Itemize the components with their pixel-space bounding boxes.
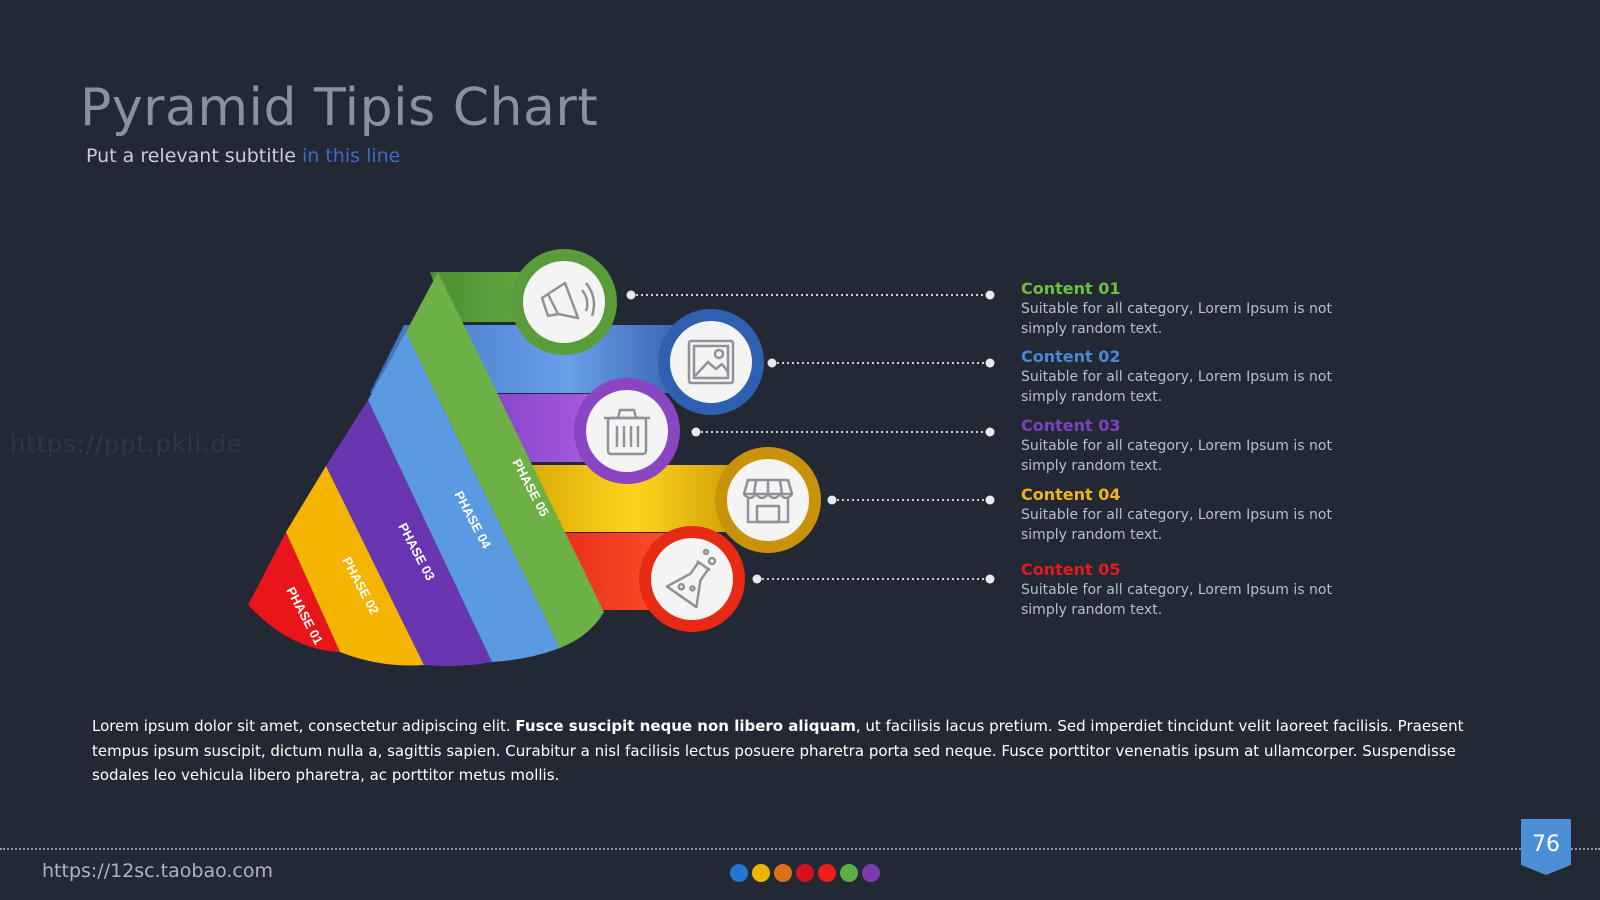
- body-text-part: Lorem ipsum dolor sit amet, consectetur …: [92, 717, 516, 735]
- phase-04-band: [368, 332, 560, 662]
- page-number-badge: 76: [1521, 819, 1571, 875]
- content-title: Content 05: [1021, 560, 1121, 579]
- subtitle-highlight: in this line: [302, 145, 401, 167]
- content-item-03: Content 03 Suitable for all category, Lo…: [1021, 416, 1341, 476]
- color-dot: [840, 864, 858, 882]
- flask-icon: [665, 548, 717, 609]
- marker-content-03: [574, 378, 680, 484]
- phase-05-band: [406, 272, 604, 648]
- subtitle-text: Put a relevant subtitle: [86, 145, 302, 167]
- connector-dot: [626, 290, 636, 300]
- content-title: Content 03: [1021, 416, 1121, 435]
- content-desc: Suitable for all category, Lorem Ipsum i…: [1021, 438, 1332, 474]
- color-dot: [752, 864, 770, 882]
- content-item-01: Content 01 Suitable for all category, Lo…: [1021, 279, 1341, 339]
- page-number: 76: [1532, 832, 1560, 857]
- marker-content-01: [511, 249, 617, 355]
- body-paragraph: Lorem ipsum dolor sit amet, consectetur …: [92, 714, 1512, 788]
- color-dot: [796, 864, 814, 882]
- content-desc: Suitable for all category, Lorem Ipsum i…: [1021, 507, 1332, 543]
- footer-url: https://12sc.taobao.com: [42, 860, 273, 882]
- picture-icon: [687, 339, 735, 385]
- trash-icon: [604, 408, 650, 456]
- store-icon: [742, 478, 794, 524]
- connector-dot: [985, 358, 995, 368]
- content-desc: Suitable for all category, Lorem Ipsum i…: [1021, 582, 1332, 618]
- connector-dot: [752, 574, 762, 584]
- connector-dot: [691, 427, 701, 437]
- connector-dot: [827, 495, 837, 505]
- content-desc: Suitable for all category, Lorem Ipsum i…: [1021, 301, 1332, 337]
- phase-02-band: [286, 466, 424, 666]
- color-dot: [730, 864, 748, 882]
- body-text-bold: Fusce suscipit neque non libero aliquam: [515, 717, 856, 735]
- marker-content-02: [658, 309, 764, 415]
- marker-content-04: [715, 447, 821, 553]
- connector-dot: [985, 574, 995, 584]
- content-item-02: Content 02 Suitable for all category, Lo…: [1021, 347, 1341, 407]
- body-text-part: , ut facilisis lacus pretium. Sed imperd…: [92, 717, 1464, 784]
- color-dot: [774, 864, 792, 882]
- megaphone-icon: [540, 281, 596, 320]
- content-title: Content 04: [1021, 485, 1121, 504]
- page-title: Pyramid Tipis Chart: [80, 78, 599, 138]
- connector-dot: [985, 290, 995, 300]
- color-dot: [862, 864, 880, 882]
- marker-content-05: [639, 526, 745, 632]
- page-subtitle: Put a relevant subtitle in this line: [86, 145, 400, 167]
- connector-dot: [985, 427, 995, 437]
- content-title: Content 01: [1021, 279, 1121, 298]
- footer-divider: [0, 848, 1600, 850]
- color-dots: [730, 864, 880, 882]
- connector-dot: [985, 495, 995, 505]
- phase-03-band: [326, 400, 492, 666]
- phase-01-band: [248, 532, 340, 652]
- content-title: Content 02: [1021, 347, 1121, 366]
- connector-dot: [767, 358, 777, 368]
- content-item-05: Content 05 Suitable for all category, Lo…: [1021, 560, 1341, 620]
- watermark-text: https://ppt.pkll.de: [10, 430, 243, 458]
- color-dot: [818, 864, 836, 882]
- content-desc: Suitable for all category, Lorem Ipsum i…: [1021, 369, 1332, 405]
- phase-02-arm: [500, 465, 770, 532]
- content-item-04: Content 04 Suitable for all category, Lo…: [1021, 485, 1341, 545]
